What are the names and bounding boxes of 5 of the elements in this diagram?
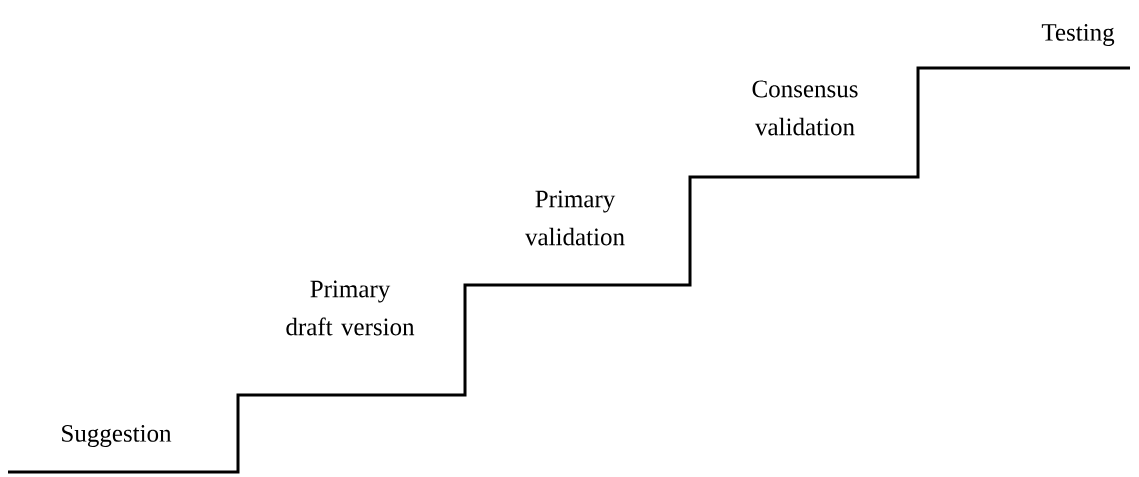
- step-label: Testing: [1041, 24, 1115, 46]
- step-label: Suggestion: [62, 425, 172, 447]
- step-label: Primary validation: [525, 190, 625, 246]
- step-label: Primary draft version: [286, 280, 415, 336]
- step-label: Consensus validation: [752, 80, 858, 136]
